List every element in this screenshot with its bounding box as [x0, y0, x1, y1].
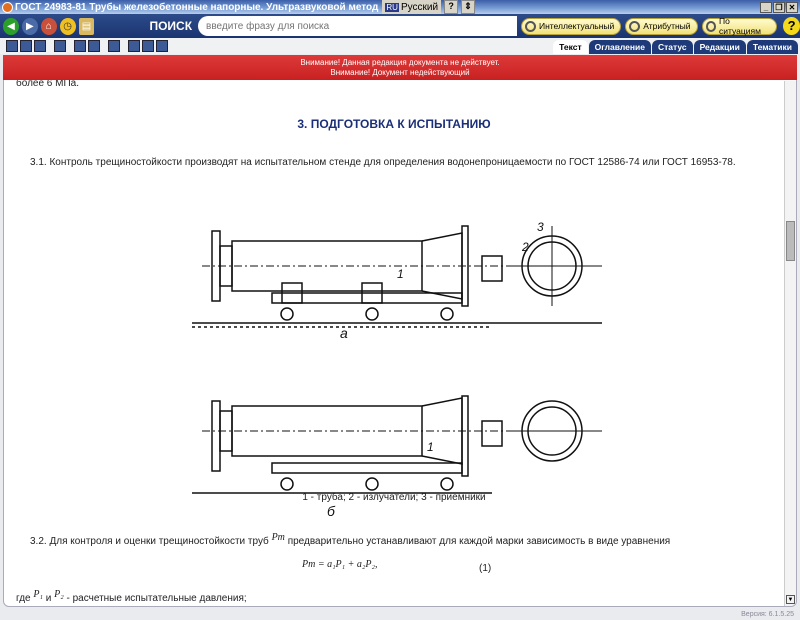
paragraph-3-2: 3.2. Для контроля и оценки трещиностойко…: [30, 532, 671, 547]
magnifier-icon: [629, 20, 641, 32]
vertical-scrollbar[interactable]: ▼: [784, 81, 796, 606]
upload-icon[interactable]: [128, 40, 140, 52]
close-button[interactable]: ✕: [786, 1, 798, 13]
folder-icon[interactable]: ▤: [78, 17, 95, 35]
svg-text:1: 1: [427, 440, 434, 454]
copy-icon[interactable]: [54, 40, 66, 52]
save-word-icon[interactable]: [20, 40, 32, 52]
tab-topics[interactable]: Тематики: [746, 40, 798, 54]
section-heading: 3. ПОДГОТОВКА К ИСПЫТАНИЮ: [297, 117, 491, 131]
figure-b: б 1: [192, 395, 602, 516]
scroll-icon[interactable]: ⇕: [461, 0, 476, 14]
figure-a: а 1 2 3: [192, 220, 602, 341]
history-icon[interactable]: ◷: [59, 17, 76, 35]
formula: Pт = a₁P₁ + a₂P₂,: [302, 559, 378, 570]
scrollbar-thumb[interactable]: [786, 221, 795, 261]
title-bar: ГОСТ 24983-81 Трубы железобетонные напор…: [0, 0, 800, 14]
situation-search-button[interactable]: По ситуациям: [701, 16, 778, 36]
attribute-search-button[interactable]: Атрибутный: [625, 17, 698, 35]
minimize-button[interactable]: _: [760, 1, 772, 13]
svg-text:2: 2: [521, 240, 529, 254]
magnifier-icon: [524, 20, 536, 32]
home-icon[interactable]: ⌂: [40, 17, 57, 35]
help-button[interactable]: ?: [783, 17, 800, 35]
back-icon[interactable]: ◀: [3, 17, 19, 35]
svg-text:3: 3: [537, 220, 544, 234]
paragraph-3-1: 3.1. Контроль трещиностойкости производя…: [30, 157, 736, 168]
where-text: где P₁ и P₂ - расчетные испытательные да…: [16, 589, 247, 604]
magnifier-icon: [705, 20, 717, 32]
warning-banner: Внимание! Данная редакция документа не д…: [3, 55, 797, 80]
print-icon[interactable]: [34, 40, 46, 52]
tab-status[interactable]: Статус: [651, 40, 693, 54]
scroll-down-icon[interactable]: ▼: [786, 595, 795, 604]
prev-text: более 6 МПа.: [16, 78, 80, 89]
svg-text:1: 1: [397, 267, 404, 281]
figure-a-label: а: [340, 325, 348, 341]
test-stand-figure: а 1 2 3 б 1: [192, 220, 602, 516]
export-icon[interactable]: [142, 40, 154, 52]
document-view: более 6 МПа. 3. ПОДГОТОВКА К ИСПЫТАНИЮ 3…: [3, 55, 797, 607]
search-input[interactable]: [198, 16, 517, 36]
tab-text[interactable]: Текст: [553, 40, 588, 54]
figure-b-label: б: [327, 503, 336, 516]
intellectual-search-button[interactable]: Интеллектуальный: [520, 17, 622, 35]
bookmark-add-icon[interactable]: [88, 40, 100, 52]
figure-caption: 1 - труба; 2 - излучатели; 3 - приемники: [302, 492, 486, 503]
nav-bar: ◀ ▶ ⌂ ◷ ▤ ПОИСК Интеллектуальный Атрибут…: [0, 14, 800, 38]
download-icon[interactable]: [156, 40, 168, 52]
forward-icon[interactable]: ▶: [21, 17, 38, 35]
help-small-icon[interactable]: ?: [444, 0, 459, 14]
formula-number: (1): [479, 563, 492, 574]
tab-editions[interactable]: Редакции: [693, 40, 746, 54]
search-label: ПОИСК: [149, 19, 193, 33]
tab-contents[interactable]: Оглавление: [588, 40, 651, 54]
save-icon[interactable]: [6, 40, 18, 52]
restore-button[interactable]: ❐: [773, 1, 785, 13]
bookmark-icon[interactable]: [74, 40, 86, 52]
version-label: Версия: 6.1.5.25: [741, 611, 794, 618]
find-icon[interactable]: [108, 40, 120, 52]
tab-bar: Текст Оглавление Статус Редакции Тематик…: [552, 40, 798, 54]
window-title: ГОСТ 24983-81 Трубы железобетонные напор…: [15, 1, 379, 13]
app-icon: [2, 1, 13, 13]
